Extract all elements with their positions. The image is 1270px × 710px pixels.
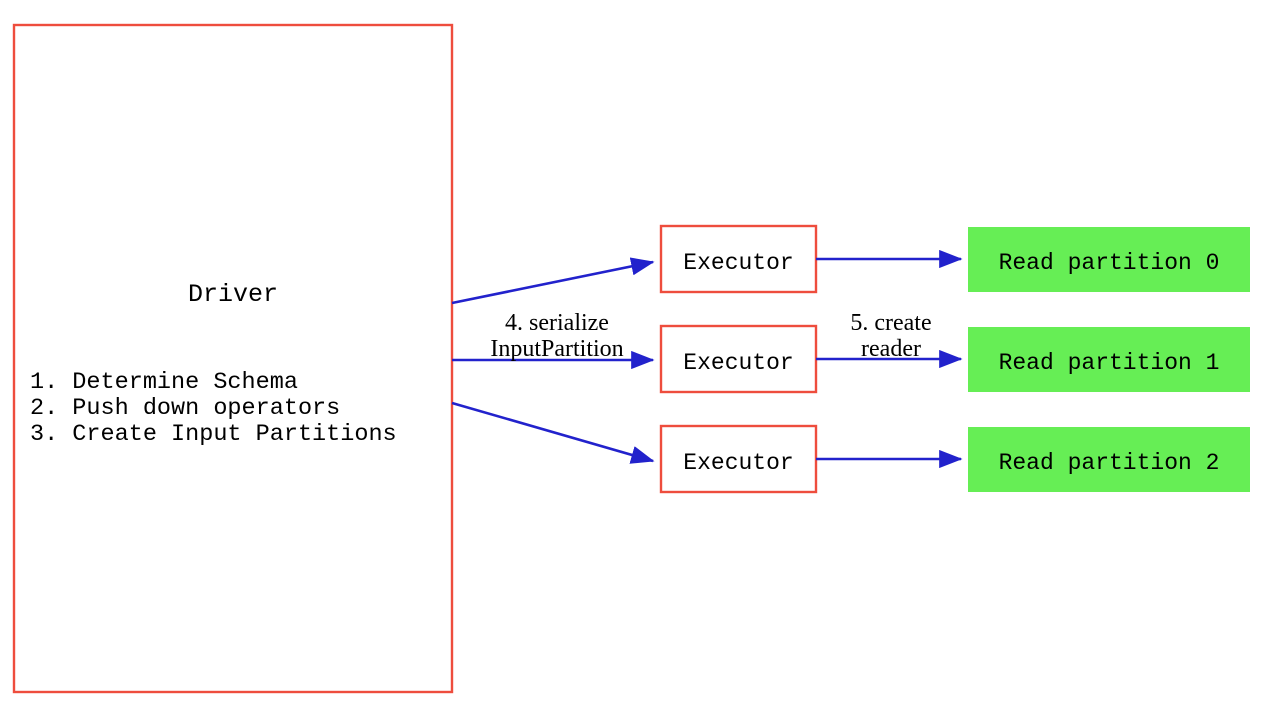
driver-box: Driver 1. Determine Schema 2. Push down … [12,23,454,694]
serialize-edge-label: 4. serialize InputPartition [490,310,623,362]
partition-0-label: Read partition 0 [999,250,1220,276]
driver-to-executor-arrows [451,257,655,464]
driver-step-3: 3. Create Input Partitions [30,421,397,448]
executor-1-outline [659,224,818,294]
create-reader-label-line2: reader [861,336,921,362]
partition-box-1: Read partition 1 [968,327,1250,392]
executor-to-partition-arrows [816,249,963,469]
executor-box-1: Executor [659,224,818,294]
serialize-label-line1: 4. serialize [505,310,609,336]
executor-1-label: Executor [683,250,793,276]
create-reader-edge-label: 5. create reader [850,310,931,362]
executor-3-label: Executor [683,450,793,476]
arrow-driver-to-executor-3 [451,401,655,464]
partition-box-0: Read partition 0 [968,227,1250,292]
partition-1-label: Read partition 1 [999,350,1220,376]
executor-box-3: Executor [659,424,818,494]
executor-3-outline [659,424,818,494]
serialize-label-line2: InputPartition [490,336,623,362]
partition-2-label: Read partition 2 [999,450,1220,476]
partition-box-2: Read partition 2 [968,427,1250,492]
partition-0-fill [968,227,1250,292]
driver-step-1: 1. Determine Schema [30,369,298,396]
arrow-driver-to-executor-1 [451,257,655,305]
driver-box-outline [12,23,454,694]
executor-2-outline [659,324,818,394]
executor-2-label: Executor [683,350,793,376]
partition-2-fill [968,427,1250,492]
partition-1-fill [968,327,1250,392]
executor-box-2: Executor [659,324,818,394]
driver-title: Driver [188,280,278,309]
driver-step-2: 2. Push down operators [30,395,340,422]
create-reader-label-line1: 5. create [850,310,931,336]
